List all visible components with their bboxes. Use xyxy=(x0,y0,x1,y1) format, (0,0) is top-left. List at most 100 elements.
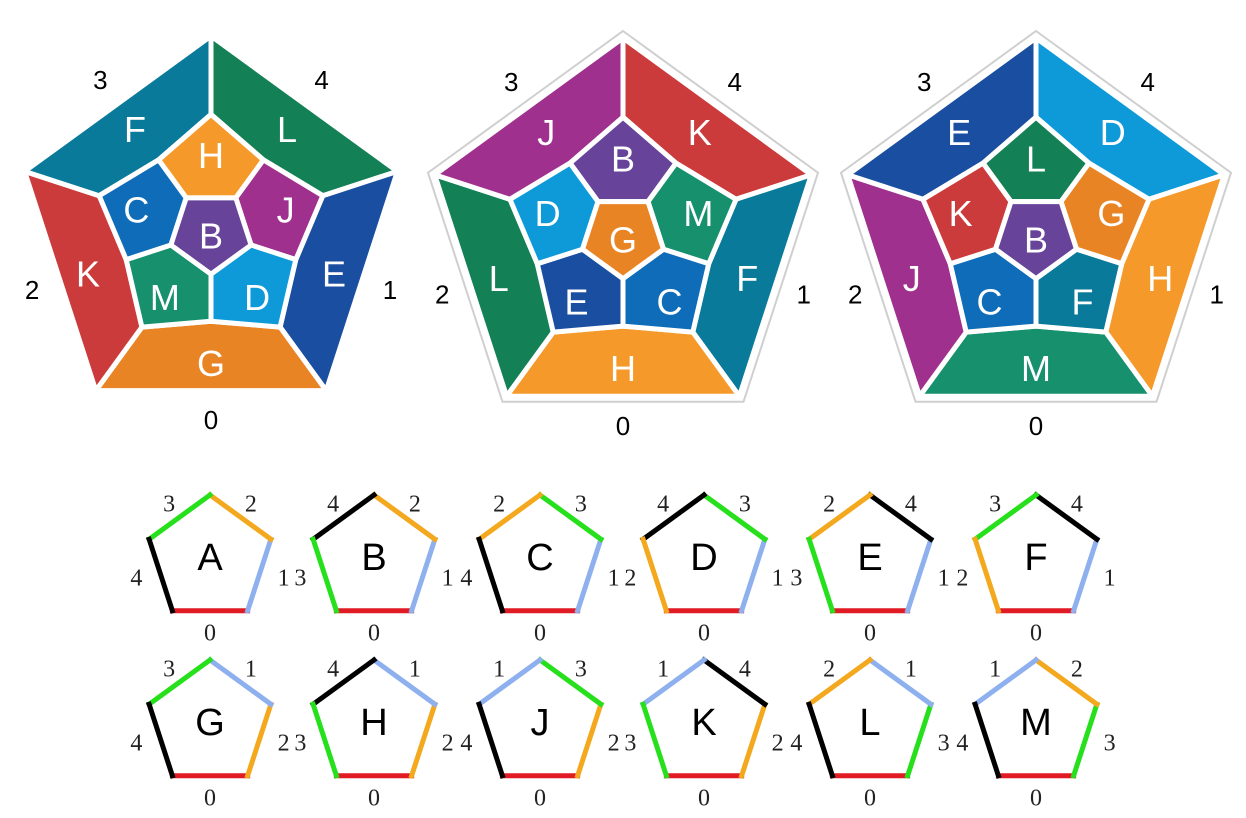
edge-number-label: 3 xyxy=(504,67,518,97)
edge-number-label: 1 xyxy=(245,656,257,682)
edge-upper-left xyxy=(145,656,214,708)
tile-body xyxy=(313,660,435,776)
face-label: J xyxy=(277,189,295,230)
edge-number-label: 4 xyxy=(956,730,968,756)
face-label: L xyxy=(277,109,297,150)
edge-upper-right xyxy=(700,656,769,708)
edge-number-label: 3 xyxy=(294,565,306,591)
edge-upper-left xyxy=(309,656,378,708)
edge-number-label: 1 xyxy=(1104,565,1116,591)
edge-number-label: 0 xyxy=(698,621,710,647)
face-label: H xyxy=(198,135,224,176)
edge-lower-right xyxy=(738,701,769,779)
edge-number-label: 0 xyxy=(1030,621,1042,647)
edge-number-label: 1 xyxy=(442,565,454,591)
edge-number-label: 0 xyxy=(534,786,546,812)
tile-letter: A xyxy=(197,537,223,579)
face-label: C xyxy=(123,189,149,230)
edge-number-label: 2 xyxy=(493,491,505,517)
face-label: D xyxy=(1100,112,1126,153)
edge-upper-left xyxy=(805,491,874,543)
edge-lower-left xyxy=(805,701,836,779)
edge-upper-right xyxy=(370,656,439,708)
face-label: F xyxy=(1072,282,1094,323)
tile-body xyxy=(975,660,1097,776)
edge-number-label: 4 xyxy=(905,491,917,517)
edge-number-label: 0 xyxy=(616,411,630,441)
edge-number-label: 3 xyxy=(790,565,802,591)
tile-body xyxy=(479,660,601,776)
face-label: K xyxy=(76,253,100,294)
edge-number-label: 4 xyxy=(1140,67,1154,97)
edge-lower-right xyxy=(574,701,605,779)
face-label: L xyxy=(489,258,509,299)
face-label: C xyxy=(976,282,1002,323)
edge-number-label: 1 xyxy=(938,565,950,591)
edge-number-label: 1 xyxy=(608,565,620,591)
tile-body xyxy=(149,660,271,776)
face-B xyxy=(993,199,1079,282)
edge-lower-right xyxy=(1070,536,1101,614)
tile-letter: M xyxy=(1020,702,1052,744)
edge-number-label: 1 xyxy=(409,656,421,682)
tile-body xyxy=(479,495,601,611)
face-label: M xyxy=(683,193,713,234)
edge-number-label: 0 xyxy=(204,621,216,647)
edge-upper-right xyxy=(866,491,935,543)
edge-upper-left xyxy=(309,491,378,543)
tile-letter: F xyxy=(1024,537,1047,579)
face-label: J xyxy=(903,258,921,299)
edge-upper-right xyxy=(370,491,439,543)
tile-body xyxy=(149,495,271,611)
edge-lower-left xyxy=(145,536,176,614)
edge-number-label: 0 xyxy=(204,786,216,812)
edge-number-label: 2 xyxy=(624,565,636,591)
edge-lower-right xyxy=(738,536,769,614)
edge-lower-left xyxy=(805,536,836,614)
edge-upper-left xyxy=(475,491,544,543)
edge-number-label: 2 xyxy=(409,491,421,517)
edge-number-label: 4 xyxy=(460,730,472,756)
edge-upper-left xyxy=(805,656,874,708)
edge-number-label: 2 xyxy=(1071,656,1083,682)
edge-upper-right xyxy=(1032,491,1101,543)
edge-number-label: 1 xyxy=(1210,280,1224,310)
edge-number-label: 0 xyxy=(864,786,876,812)
tile-letter: K xyxy=(691,702,716,744)
edge-number-label: 2 xyxy=(435,280,449,310)
edge-upper-right xyxy=(536,491,605,543)
edge-number-label: 0 xyxy=(368,621,380,647)
edge-upper-left xyxy=(475,656,544,708)
tile-body xyxy=(809,495,931,611)
edge-number-label: 4 xyxy=(727,67,741,97)
edge-upper-right xyxy=(866,656,935,708)
edge-lower-right xyxy=(244,536,275,614)
face-label: D xyxy=(535,193,561,234)
face-label: G xyxy=(1097,193,1125,234)
edge-number-label: 0 xyxy=(1029,411,1043,441)
edge-number-label: 3 xyxy=(624,730,636,756)
edge-number-label: 3 xyxy=(294,730,306,756)
edge-number-label: 2 xyxy=(442,730,454,756)
face-label: H xyxy=(1147,258,1173,299)
edge-lower-left xyxy=(639,536,670,614)
face-label: G xyxy=(609,220,637,261)
tile-letter: H xyxy=(360,702,387,744)
edge-upper-right xyxy=(206,491,275,543)
edge-number-label: 4 xyxy=(314,65,328,95)
edge-number-label: 2 xyxy=(772,730,784,756)
face-label: E xyxy=(322,253,346,294)
edge-number-label: 3 xyxy=(93,65,107,95)
face-label: M xyxy=(1021,348,1051,389)
face-label: F xyxy=(124,109,146,150)
